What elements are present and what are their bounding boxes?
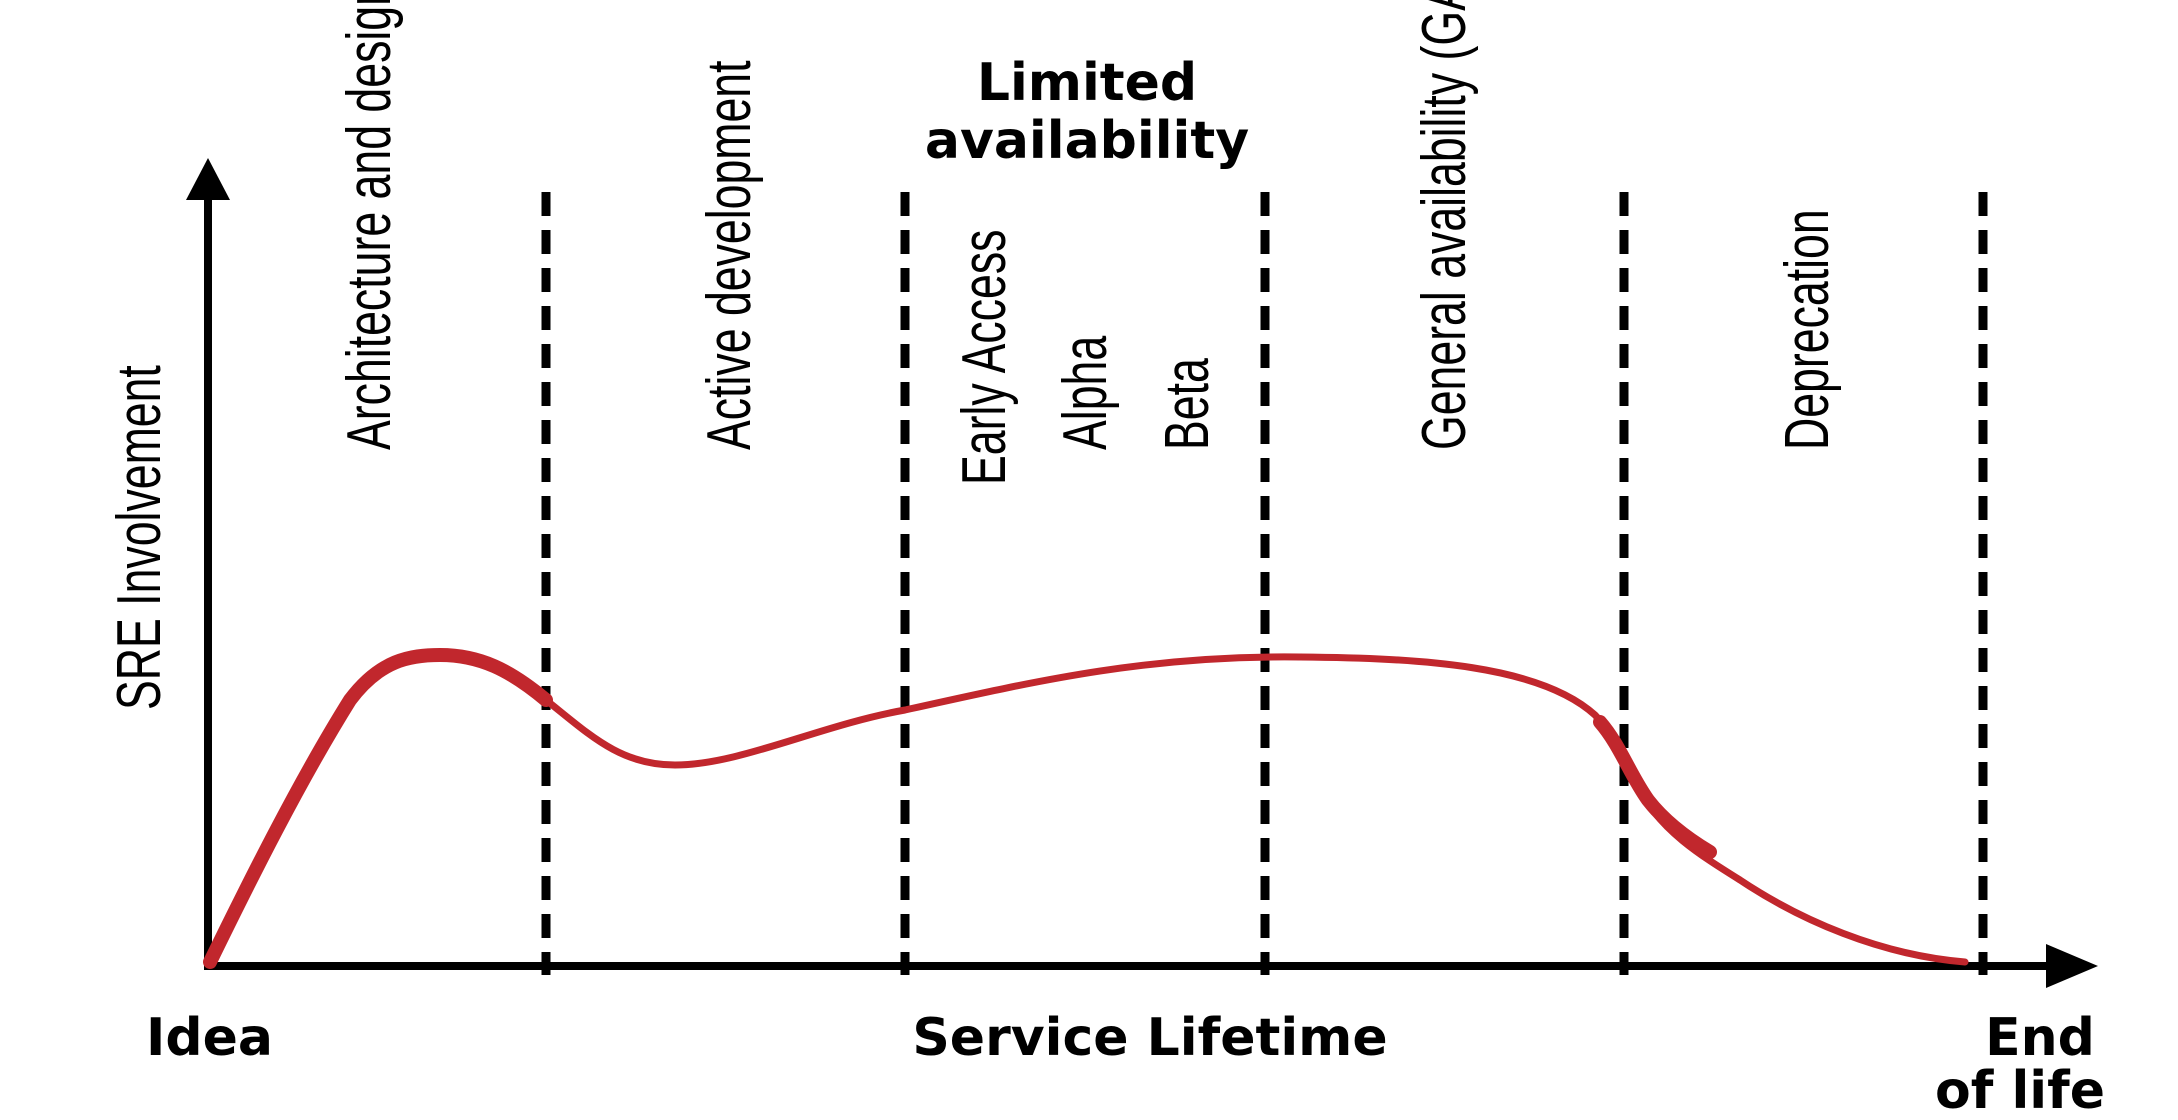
phase-label-deprecation: Deprecation <box>1773 209 1842 450</box>
curve-thick-rise <box>203 647 553 969</box>
x-axis-end-label-line1: End <box>1985 1008 2095 1068</box>
phase-label-general-availability: General availability (GA) <box>1410 0 1479 450</box>
limited-availability-line2: availability <box>925 111 1249 171</box>
x-axis-end-label-line2: of life <box>1935 1061 2105 1120</box>
phase-label-beta: Beta <box>1153 357 1222 450</box>
limited-availability-line1: Limited <box>977 53 1197 113</box>
phase-dividers <box>541 192 1988 975</box>
curve-thick-drop <box>1593 715 1717 859</box>
phase-label-active-development: Active development <box>695 60 764 450</box>
involvement-curve <box>203 647 1969 969</box>
phase-label-early-access: Early Access <box>950 229 1019 485</box>
phase-label-alpha: Alpha <box>1051 335 1120 450</box>
phase-label-architecture: Architecture and design <box>335 0 404 450</box>
axes <box>186 158 2098 988</box>
y-axis-label: SRE Involvement <box>105 365 174 710</box>
x-axis-center-label: Service Lifetime <box>912 1008 1387 1068</box>
curve-main <box>542 653 1969 966</box>
y-axis-arrowhead <box>186 158 230 200</box>
x-axis-start-label: Idea <box>146 1008 273 1068</box>
x-axis-arrowhead <box>2046 944 2098 988</box>
